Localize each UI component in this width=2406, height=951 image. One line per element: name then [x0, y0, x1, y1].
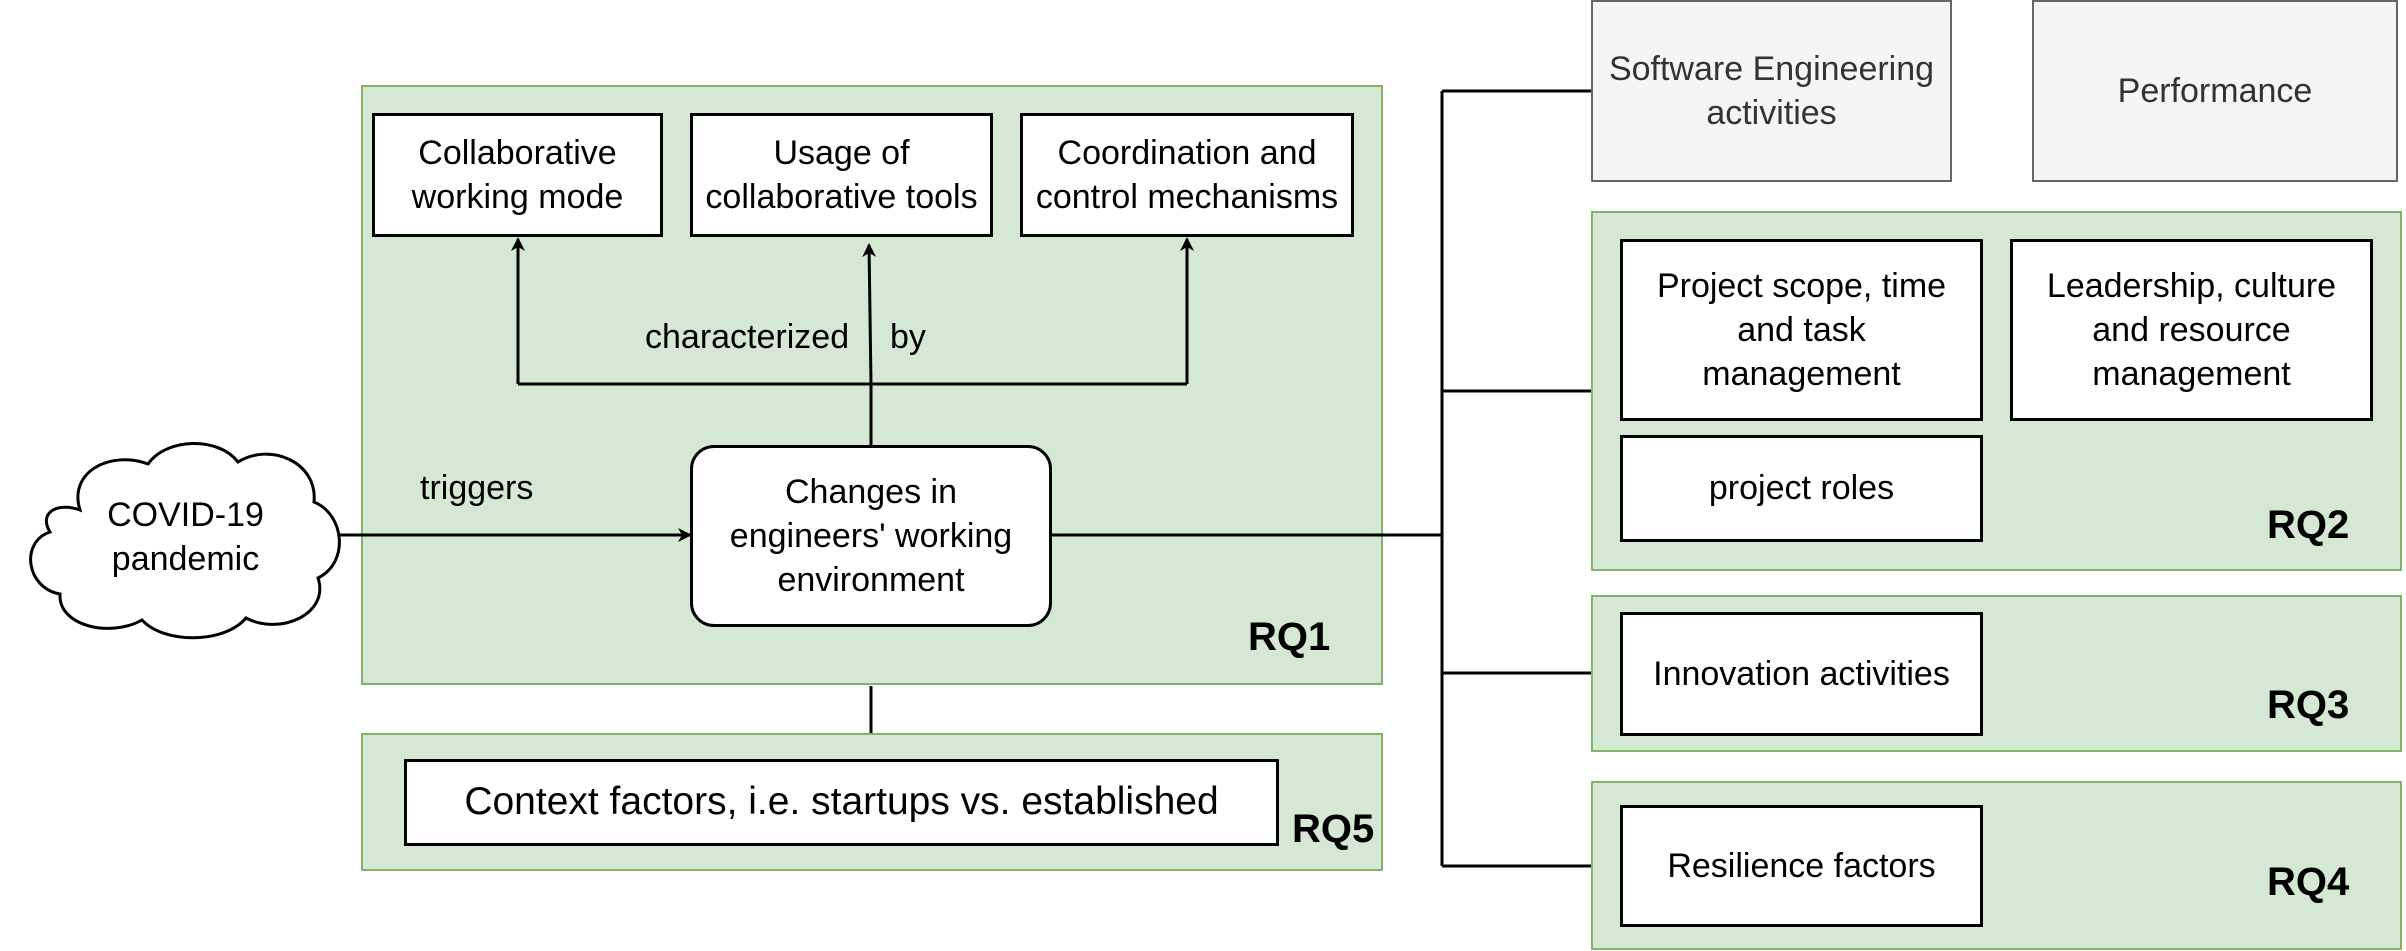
leadership-culture-box: Leadership, culture and resource managem… [2010, 239, 2373, 421]
triggers-label: triggers [420, 469, 534, 507]
rq1-tag: RQ1 [1248, 615, 1331, 659]
collaborative-working-mode-box: Collaborative working mode [372, 113, 663, 237]
rq3-tag: RQ3 [2267, 683, 2350, 727]
rq4-tag: RQ4 [2267, 860, 2350, 904]
software-engineering-activities-box: Software Engineering activities [1591, 0, 1952, 182]
by-label: by [890, 318, 926, 356]
innovation-activities-box: Innovation activities [1620, 612, 1983, 736]
context-factors-box: Context factors, i.e. startups vs. estab… [404, 759, 1279, 846]
project-roles-box: project roles [1620, 435, 1983, 542]
rq5-tag: RQ5 [1292, 807, 1375, 851]
collaborative-tools-box: Usage of collaborative tools [690, 113, 993, 237]
performance-box: Performance [2032, 0, 2398, 182]
covid-cloud-shape [29, 442, 341, 640]
arrow-collab-tools [862, 243, 877, 385]
resilience-factors-box: Resilience factors [1620, 805, 1983, 927]
covid-label: COVID-19 pandemic [107, 495, 264, 578]
working-environment-box: Changes in engineers' working environmen… [690, 445, 1052, 627]
rq2-tag: RQ2 [2267, 503, 2350, 547]
characterized-label: characterized [645, 318, 850, 356]
coordination-control-box: Coordination and control mechanisms [1020, 113, 1354, 237]
project-scope-box: Project scope, time and task management [1620, 239, 1983, 421]
